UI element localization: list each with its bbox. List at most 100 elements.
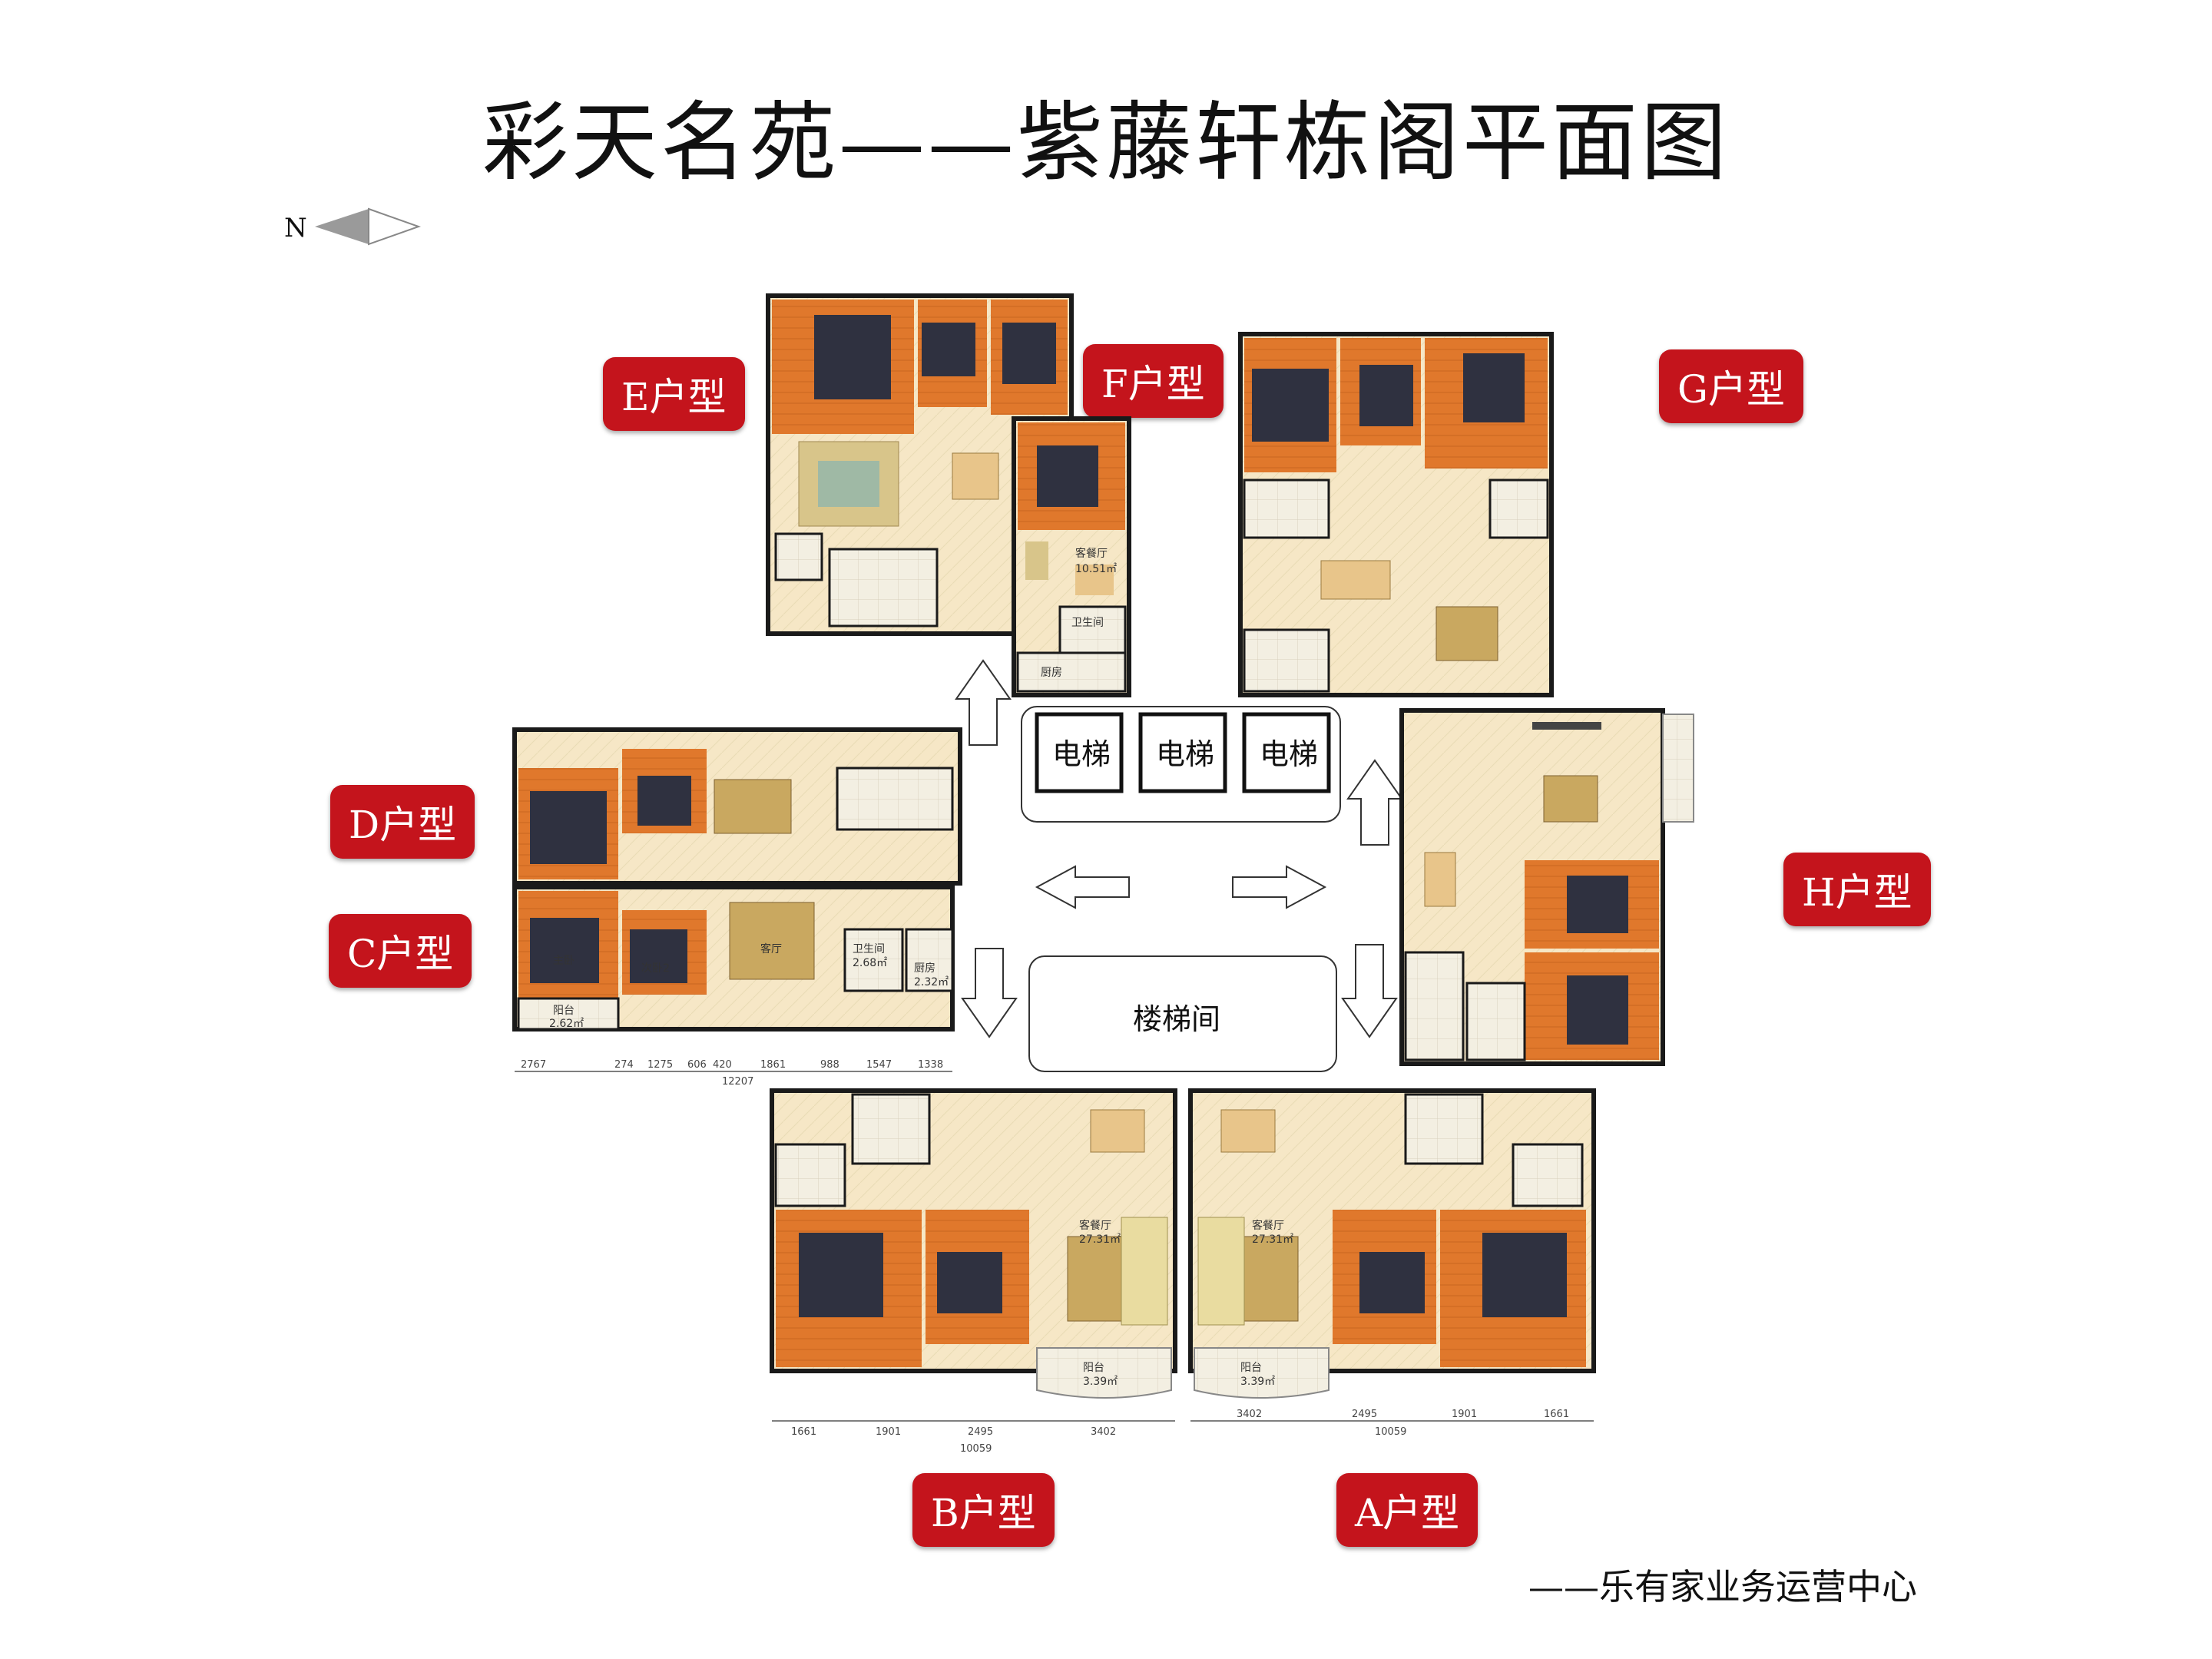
bed-icon bbox=[1359, 365, 1413, 426]
elevator-2-label: 电梯 bbox=[1156, 737, 1214, 771]
bed-icon bbox=[1567, 876, 1628, 933]
svg-text:3402: 3402 bbox=[1237, 1409, 1262, 1420]
svg-text:3.39㎡: 3.39㎡ bbox=[1240, 1376, 1275, 1388]
svg-text:3.39㎡: 3.39㎡ bbox=[1083, 1376, 1118, 1388]
rug-icon bbox=[1435, 606, 1498, 661]
svg-text:10.51㎡: 10.51㎡ bbox=[1075, 563, 1117, 575]
bed-icon bbox=[1252, 369, 1329, 442]
arrow-right-icon bbox=[1232, 865, 1327, 909]
unit-f-plan: 客餐厅 10.51㎡ 卫生间 厨房 bbox=[1012, 416, 1131, 697]
svg-text:27.31㎡: 27.31㎡ bbox=[1079, 1233, 1121, 1246]
elevator-1-label: 电梯 bbox=[1052, 737, 1111, 771]
svg-text:3402: 3402 bbox=[1091, 1426, 1116, 1438]
svg-text:客餐厅: 客餐厅 bbox=[1079, 1219, 1111, 1232]
sofa-icon bbox=[1121, 1217, 1168, 1326]
unit-ab-dimensions: 1661 1901 2495 3402 10059 3402 2495 1901… bbox=[772, 1409, 1594, 1455]
unit-badge-a[interactable]: A户型 bbox=[1336, 1473, 1479, 1547]
unit-badge-d[interactable]: D户型 bbox=[330, 785, 475, 859]
svg-text:主卧: 主卧 bbox=[553, 955, 575, 967]
svg-text:606: 606 bbox=[687, 1059, 707, 1071]
svg-text:2767: 2767 bbox=[521, 1059, 546, 1071]
elevator-core: 电梯 电梯 电梯 楼梯间 bbox=[955, 659, 1403, 1072]
rug-icon bbox=[1543, 775, 1598, 823]
svg-text:2.68㎡: 2.68㎡ bbox=[853, 957, 887, 969]
dining-table-icon bbox=[1220, 1109, 1276, 1153]
bed-icon bbox=[637, 776, 691, 826]
bed-icon bbox=[1359, 1252, 1425, 1313]
svg-text:12207: 12207 bbox=[722, 1076, 753, 1088]
svg-text:1901: 1901 bbox=[1452, 1409, 1477, 1420]
sofa-icon bbox=[1025, 541, 1048, 580]
svg-text:次卧2: 次卧2 bbox=[641, 962, 670, 975]
svg-text:27.31㎡: 27.31㎡ bbox=[1252, 1233, 1293, 1246]
svg-text:274: 274 bbox=[614, 1059, 634, 1071]
svg-text:客餐厅: 客餐厅 bbox=[1075, 547, 1108, 560]
dining-table-icon bbox=[1424, 852, 1456, 907]
unit-badge-b[interactable]: B户型 bbox=[912, 1473, 1055, 1547]
arrow-up-icon bbox=[1346, 759, 1403, 846]
bed-icon bbox=[1002, 323, 1056, 384]
rug-icon bbox=[714, 779, 792, 834]
svg-text:420: 420 bbox=[713, 1059, 732, 1071]
unit-badge-h[interactable]: H户型 bbox=[1783, 853, 1931, 926]
svg-text:1338: 1338 bbox=[918, 1059, 943, 1071]
svg-text:厨房: 厨房 bbox=[1041, 667, 1062, 679]
rug-icon bbox=[1236, 1236, 1299, 1322]
compass-arrow-icon bbox=[315, 207, 421, 246]
sofa-icon bbox=[1197, 1217, 1245, 1326]
bed-icon bbox=[530, 791, 607, 864]
arrow-down-icon bbox=[961, 948, 1018, 1038]
unit-c-dimensions: 2767 274 1275 606 420 1861 988 1547 1338… bbox=[515, 1059, 952, 1088]
dining-table-icon bbox=[1075, 565, 1114, 595]
compass-north-label: N bbox=[284, 213, 307, 243]
bed-icon bbox=[1037, 445, 1098, 507]
bed-icon bbox=[1567, 975, 1628, 1045]
svg-text:1275: 1275 bbox=[647, 1059, 673, 1071]
tv-icon bbox=[1532, 722, 1601, 730]
svg-text:2495: 2495 bbox=[1352, 1409, 1377, 1420]
rug-icon bbox=[729, 902, 815, 980]
svg-text:10059: 10059 bbox=[1375, 1426, 1406, 1438]
unit-g-plan bbox=[1238, 332, 1554, 697]
stair-label: 楼梯间 bbox=[1133, 1002, 1220, 1036]
bed-icon bbox=[530, 918, 599, 983]
svg-text:厨房: 厨房 bbox=[914, 962, 935, 975]
unit-badge-e[interactable]: E户型 bbox=[603, 357, 745, 431]
dining-table-icon bbox=[1320, 560, 1391, 600]
unit-badge-g[interactable]: G户型 bbox=[1659, 349, 1803, 423]
unit-d-plan bbox=[512, 727, 962, 886]
svg-text:1861: 1861 bbox=[760, 1059, 786, 1071]
arrow-left-icon bbox=[1035, 865, 1130, 909]
unit-h-plan bbox=[1399, 708, 1694, 1066]
svg-text:2495: 2495 bbox=[968, 1426, 993, 1438]
unit-b-plan: 客餐厅 27.31㎡ 阳台 3.39㎡ bbox=[770, 1088, 1177, 1399]
svg-text:2.62㎡: 2.62㎡ bbox=[549, 1018, 584, 1030]
rug-icon bbox=[1067, 1236, 1130, 1322]
elevator-3-label: 电梯 bbox=[1260, 737, 1318, 771]
unit-c-plan: 客厅 主卧 次卧2 卫生间 2.68㎡ 厨房 2.32㎡ 阳台 2.62㎡ bbox=[512, 885, 955, 1031]
bed-icon bbox=[937, 1252, 1002, 1313]
arrow-up-icon bbox=[955, 659, 1012, 746]
footer-credit: ——乐有家业务运营中心 bbox=[1528, 1566, 1917, 1608]
bed-icon bbox=[630, 929, 687, 983]
svg-text:卫生间: 卫生间 bbox=[1071, 617, 1104, 629]
bed-icon bbox=[814, 315, 891, 399]
dining-table-icon bbox=[1090, 1109, 1145, 1153]
svg-text:阳台: 阳台 bbox=[553, 1005, 575, 1017]
unit-badge-c[interactable]: C户型 bbox=[329, 914, 472, 988]
page-title: 彩天名苑——紫藤轩栋阁平面图 bbox=[482, 93, 1730, 193]
unit-badge-f[interactable]: F户型 bbox=[1083, 344, 1224, 418]
svg-text:阳台: 阳台 bbox=[1083, 1362, 1104, 1374]
unit-a-plan: 客餐厅 27.31㎡ 阳台 3.39㎡ bbox=[1188, 1088, 1596, 1399]
arrow-down-icon bbox=[1341, 944, 1398, 1038]
svg-text:客厅: 客厅 bbox=[760, 942, 782, 955]
dining-table-icon bbox=[952, 452, 999, 500]
svg-text:2.32㎡: 2.32㎡ bbox=[914, 976, 949, 988]
svg-text:客餐厅: 客餐厅 bbox=[1252, 1219, 1284, 1232]
svg-text:1901: 1901 bbox=[876, 1426, 901, 1438]
svg-text:1661: 1661 bbox=[791, 1426, 816, 1438]
bed-icon bbox=[1482, 1233, 1567, 1317]
svg-text:988: 988 bbox=[820, 1059, 839, 1071]
svg-text:阳台: 阳台 bbox=[1240, 1362, 1262, 1374]
